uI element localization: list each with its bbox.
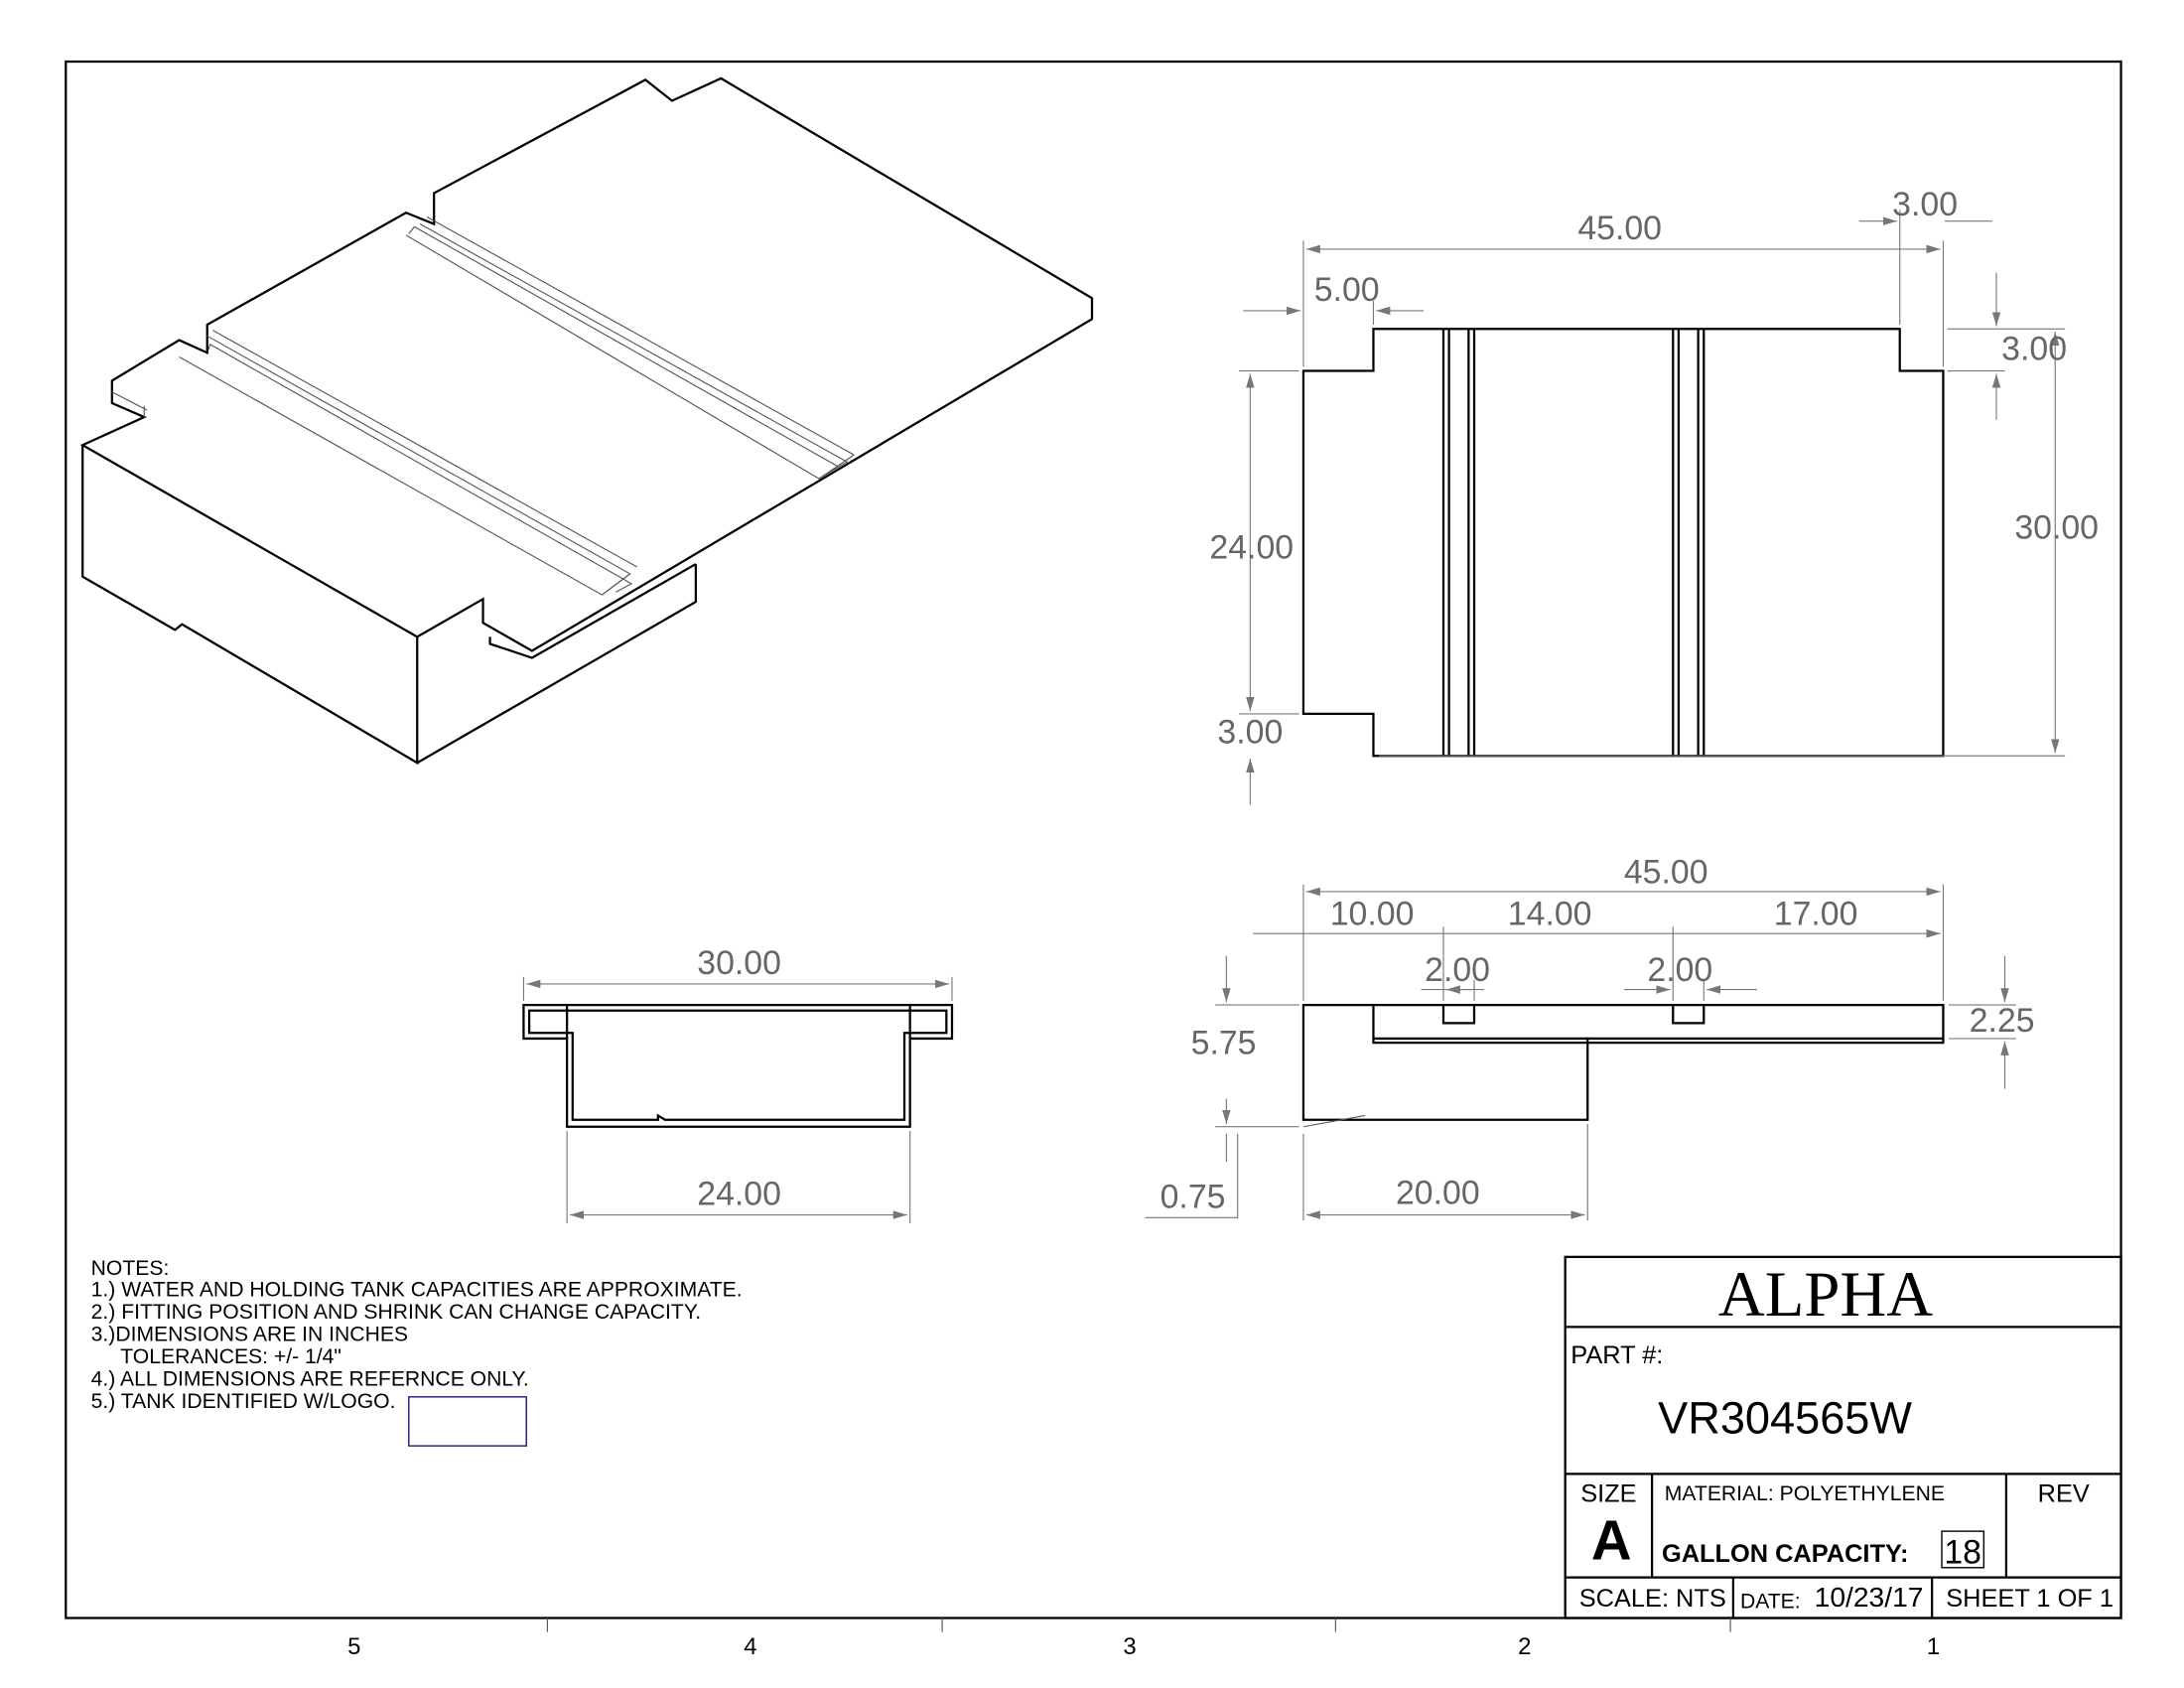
notes: NOTES: 1.) WATER AND HOLDING TANK CAPACI… (91, 1257, 743, 1447)
dim-side-flange-height: 2.25 (1970, 1002, 2035, 1040)
dim-top-inner-width: 24.00 (1209, 528, 1294, 566)
zone-5: 5 (347, 1633, 360, 1660)
isometric-view (79, 76, 1094, 766)
dim-side-groove2: 2.00 (1647, 951, 1712, 989)
gallon-capacity-label: GALLON CAPACITY: (1662, 1540, 1908, 1568)
scale: SCALE: NTS (1579, 1585, 1726, 1613)
logo-placeholder-box (408, 1396, 527, 1447)
dim-side-step: 0.75 (1160, 1179, 1226, 1216)
zone-markers: 5 4 3 2 1 (347, 1618, 1940, 1660)
note-1: 1.) WATER AND HOLDING TANK CAPACITIES AR… (91, 1278, 743, 1301)
dim-side-sump-length: 20.00 (1396, 1174, 1480, 1211)
zone-2: 2 (1518, 1633, 1531, 1660)
date-value: 10/23/17 (1815, 1581, 1924, 1613)
note-2: 2.) FITTING POSITION AND SHRINK CAN CHAN… (91, 1301, 701, 1324)
date-label: DATE: (1740, 1591, 1801, 1614)
side-view: 45.00 10.00 14.00 17.00 2.00 2.00 2.25 5… (1145, 853, 2035, 1221)
zone-1: 1 (1927, 1633, 1940, 1660)
front-view: 30.00 24.00 (522, 944, 954, 1224)
dim-side-seg1: 10.00 (1330, 896, 1415, 933)
note-5: 5.) TANK IDENTIFIED W/LOGO. (91, 1390, 396, 1413)
zone-3: 3 (1123, 1633, 1136, 1660)
dim-side-seg2: 14.00 (1508, 896, 1592, 933)
drawing-border (65, 60, 2122, 1619)
gallon-capacity-value: 18 (1944, 1534, 1981, 1572)
note-4: 4.) ALL DIMENSIONS ARE REFERNCE ONLY. (91, 1368, 529, 1391)
dim-side-seg3: 17.00 (1774, 896, 1858, 933)
dim-top-left-notch-y: 3.00 (1217, 714, 1283, 752)
size-label: SIZE (1580, 1480, 1636, 1508)
top-view: 45.00 3.00 5.00 3.00 30.00 24.00 3.00 (1209, 186, 2099, 805)
zone-4: 4 (744, 1633, 756, 1660)
dim-top-corner-notch-y: 3.00 (2001, 330, 2067, 367)
company-name: ALPHA (1718, 1259, 1933, 1331)
notes-heading: NOTES: (91, 1257, 170, 1280)
dim-side-overall-length: 45.00 (1624, 853, 1708, 891)
part-number: VR304565W (1658, 1392, 1912, 1443)
material: MATERIAL: POLYETHYLENE (1665, 1482, 1945, 1505)
dim-top-left-notch-x: 5.00 (1314, 271, 1380, 309)
size-value: A (1591, 1508, 1632, 1571)
dim-top-overall-length: 45.00 (1577, 210, 1662, 247)
note-3-tolerance: TOLERANCES: +/- 1/4" (120, 1345, 341, 1368)
part-number-label: PART #: (1570, 1341, 1663, 1369)
dim-front-sump-width: 24.00 (697, 1176, 781, 1213)
dim-front-overall-width: 30.00 (697, 944, 781, 982)
dim-side-overall-height: 5.75 (1191, 1024, 1257, 1061)
dim-top-corner-notch-x: 3.00 (1892, 186, 1958, 223)
note-3: 3.)DIMENSIONS ARE IN INCHES (91, 1323, 408, 1345)
dim-side-groove1: 2.00 (1425, 951, 1490, 989)
rev-label: REV (2038, 1480, 2090, 1508)
title-block: ALPHA PART #: VR304565W SIZE A MATERIAL:… (1564, 1255, 2122, 1619)
sheet-number: SHEET 1 OF 1 (1946, 1585, 2114, 1613)
dim-top-overall-width: 30.00 (2014, 509, 2099, 547)
